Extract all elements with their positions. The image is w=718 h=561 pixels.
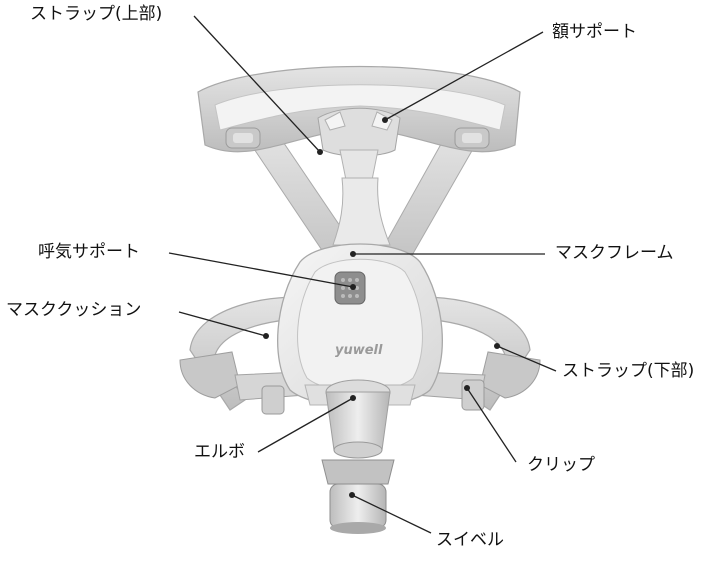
label-strap-upper: ストラップ(上部) <box>30 4 163 24</box>
frame-stem <box>332 177 391 246</box>
label-strap-lower: ストラップ(下部) <box>562 361 695 381</box>
forehead-support <box>317 107 401 181</box>
swivel <box>321 459 395 534</box>
elbow <box>325 379 391 459</box>
label-forehead-support: 額サポート <box>552 22 637 42</box>
mask-shell <box>277 243 443 408</box>
brand-logo: yuwell <box>335 343 383 358</box>
label-mask-cushion: マスククッション <box>6 300 142 320</box>
label-elbow: エルボ <box>194 442 245 462</box>
label-clip: クリップ <box>527 455 595 475</box>
label-mask-frame: マスクフレーム <box>555 243 674 263</box>
label-exhalation-support: 呼気サポート <box>38 242 140 262</box>
leader-dots <box>263 117 500 498</box>
leader-lines <box>168 15 557 534</box>
label-swivel: スイベル <box>436 530 504 550</box>
